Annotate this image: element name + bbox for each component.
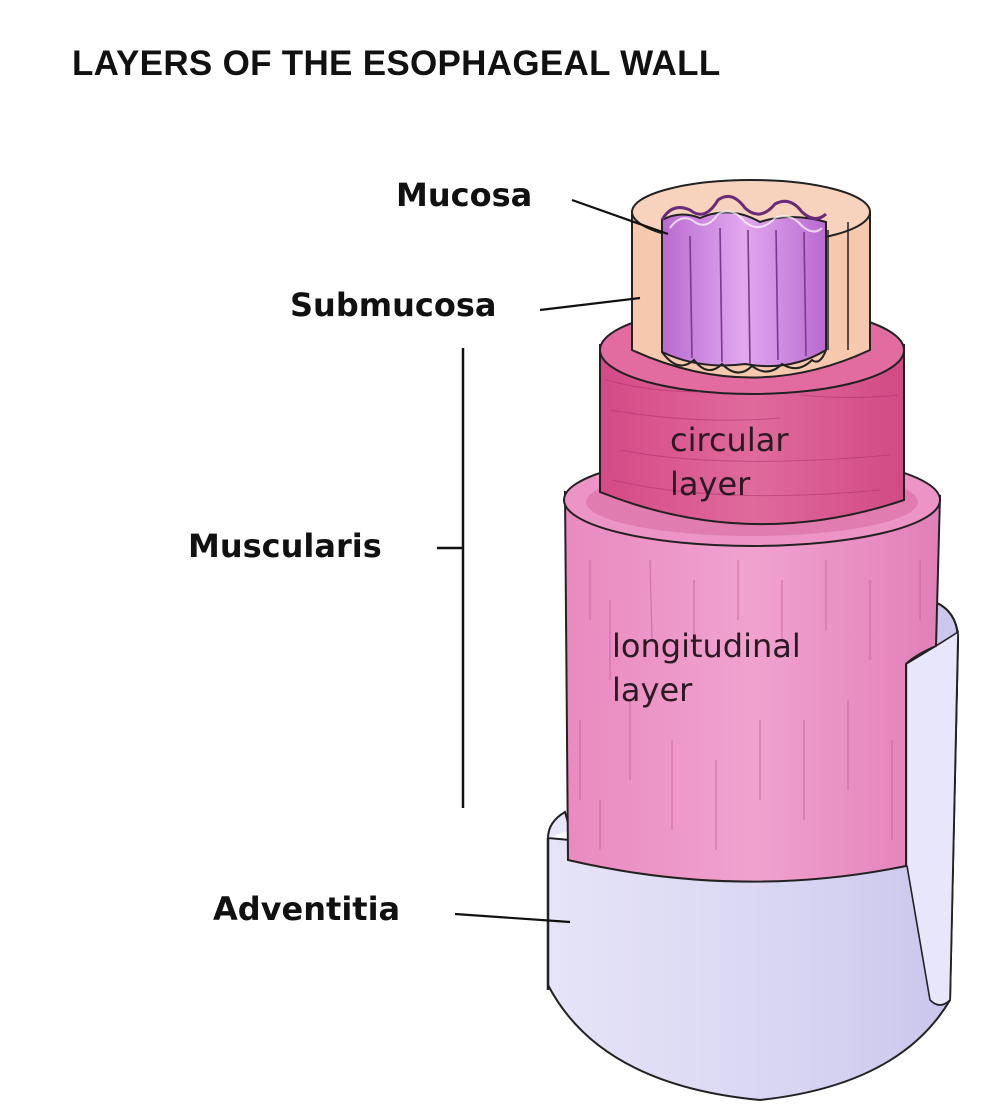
circular-label-line2: layer — [670, 465, 751, 503]
label-mucosa: Mucosa — [396, 176, 533, 214]
label-circular-layer: circular layer — [670, 418, 788, 506]
diagram-title: LAYERS OF THE ESOPHAGEAL WALL — [72, 44, 721, 83]
longitudinal-label-line1: longitudinal — [612, 627, 801, 665]
label-adventitia: Adventitia — [213, 890, 401, 928]
adventitia-leader — [454, 912, 571, 924]
leader-lines — [437, 198, 669, 924]
mucosa-layer — [660, 194, 828, 374]
circular-fibers — [605, 379, 899, 497]
mucosa-leader — [571, 198, 669, 236]
label-submucosa: Submucosa — [290, 286, 497, 324]
circular-label-line1: circular — [670, 421, 789, 459]
submucosa-leader — [539, 296, 641, 312]
label-longitudinal-layer: longitudinal layer — [612, 624, 801, 712]
longitudinal-label-line2: layer — [612, 671, 693, 709]
longitudinal-fibers — [579, 559, 921, 850]
label-muscularis: Muscularis — [188, 527, 382, 565]
